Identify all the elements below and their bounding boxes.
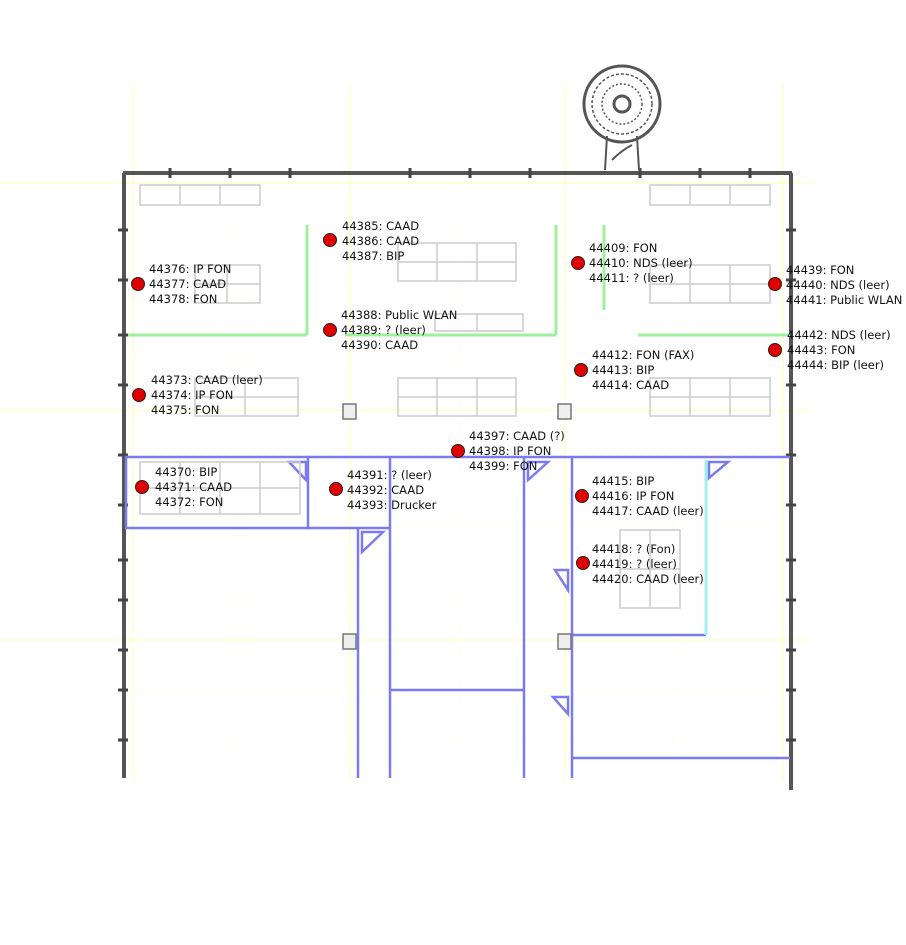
outlet-marker[interactable]	[451, 444, 465, 458]
blue-walls	[124, 455, 790, 778]
outlet-marker[interactable]	[576, 556, 590, 570]
spiral-staircase	[582, 64, 662, 171]
outlet-marker[interactable]	[323, 323, 337, 337]
wall-ticks	[118, 168, 796, 742]
marker-label: 44418: ? (Fon)44419: ? (leer)44420: CAAD…	[592, 542, 704, 586]
grid-lines	[0, 85, 810, 780]
desks	[139, 184, 771, 609]
columns	[342, 403, 572, 650]
outlet-marker[interactable]	[768, 343, 782, 357]
outlet-marker[interactable]	[575, 489, 589, 503]
outlet-marker[interactable]	[571, 256, 585, 270]
outlet-marker[interactable]	[131, 277, 145, 291]
outlet-marker[interactable]	[323, 233, 337, 247]
outlet-marker[interactable]	[135, 480, 149, 494]
outer-walls	[122, 171, 793, 790]
outlet-marker[interactable]	[329, 482, 343, 496]
outlet-marker[interactable]	[768, 277, 782, 291]
outlet-marker[interactable]	[574, 363, 588, 377]
outlet-marker[interactable]	[132, 388, 146, 402]
green-partitions	[128, 225, 790, 337]
